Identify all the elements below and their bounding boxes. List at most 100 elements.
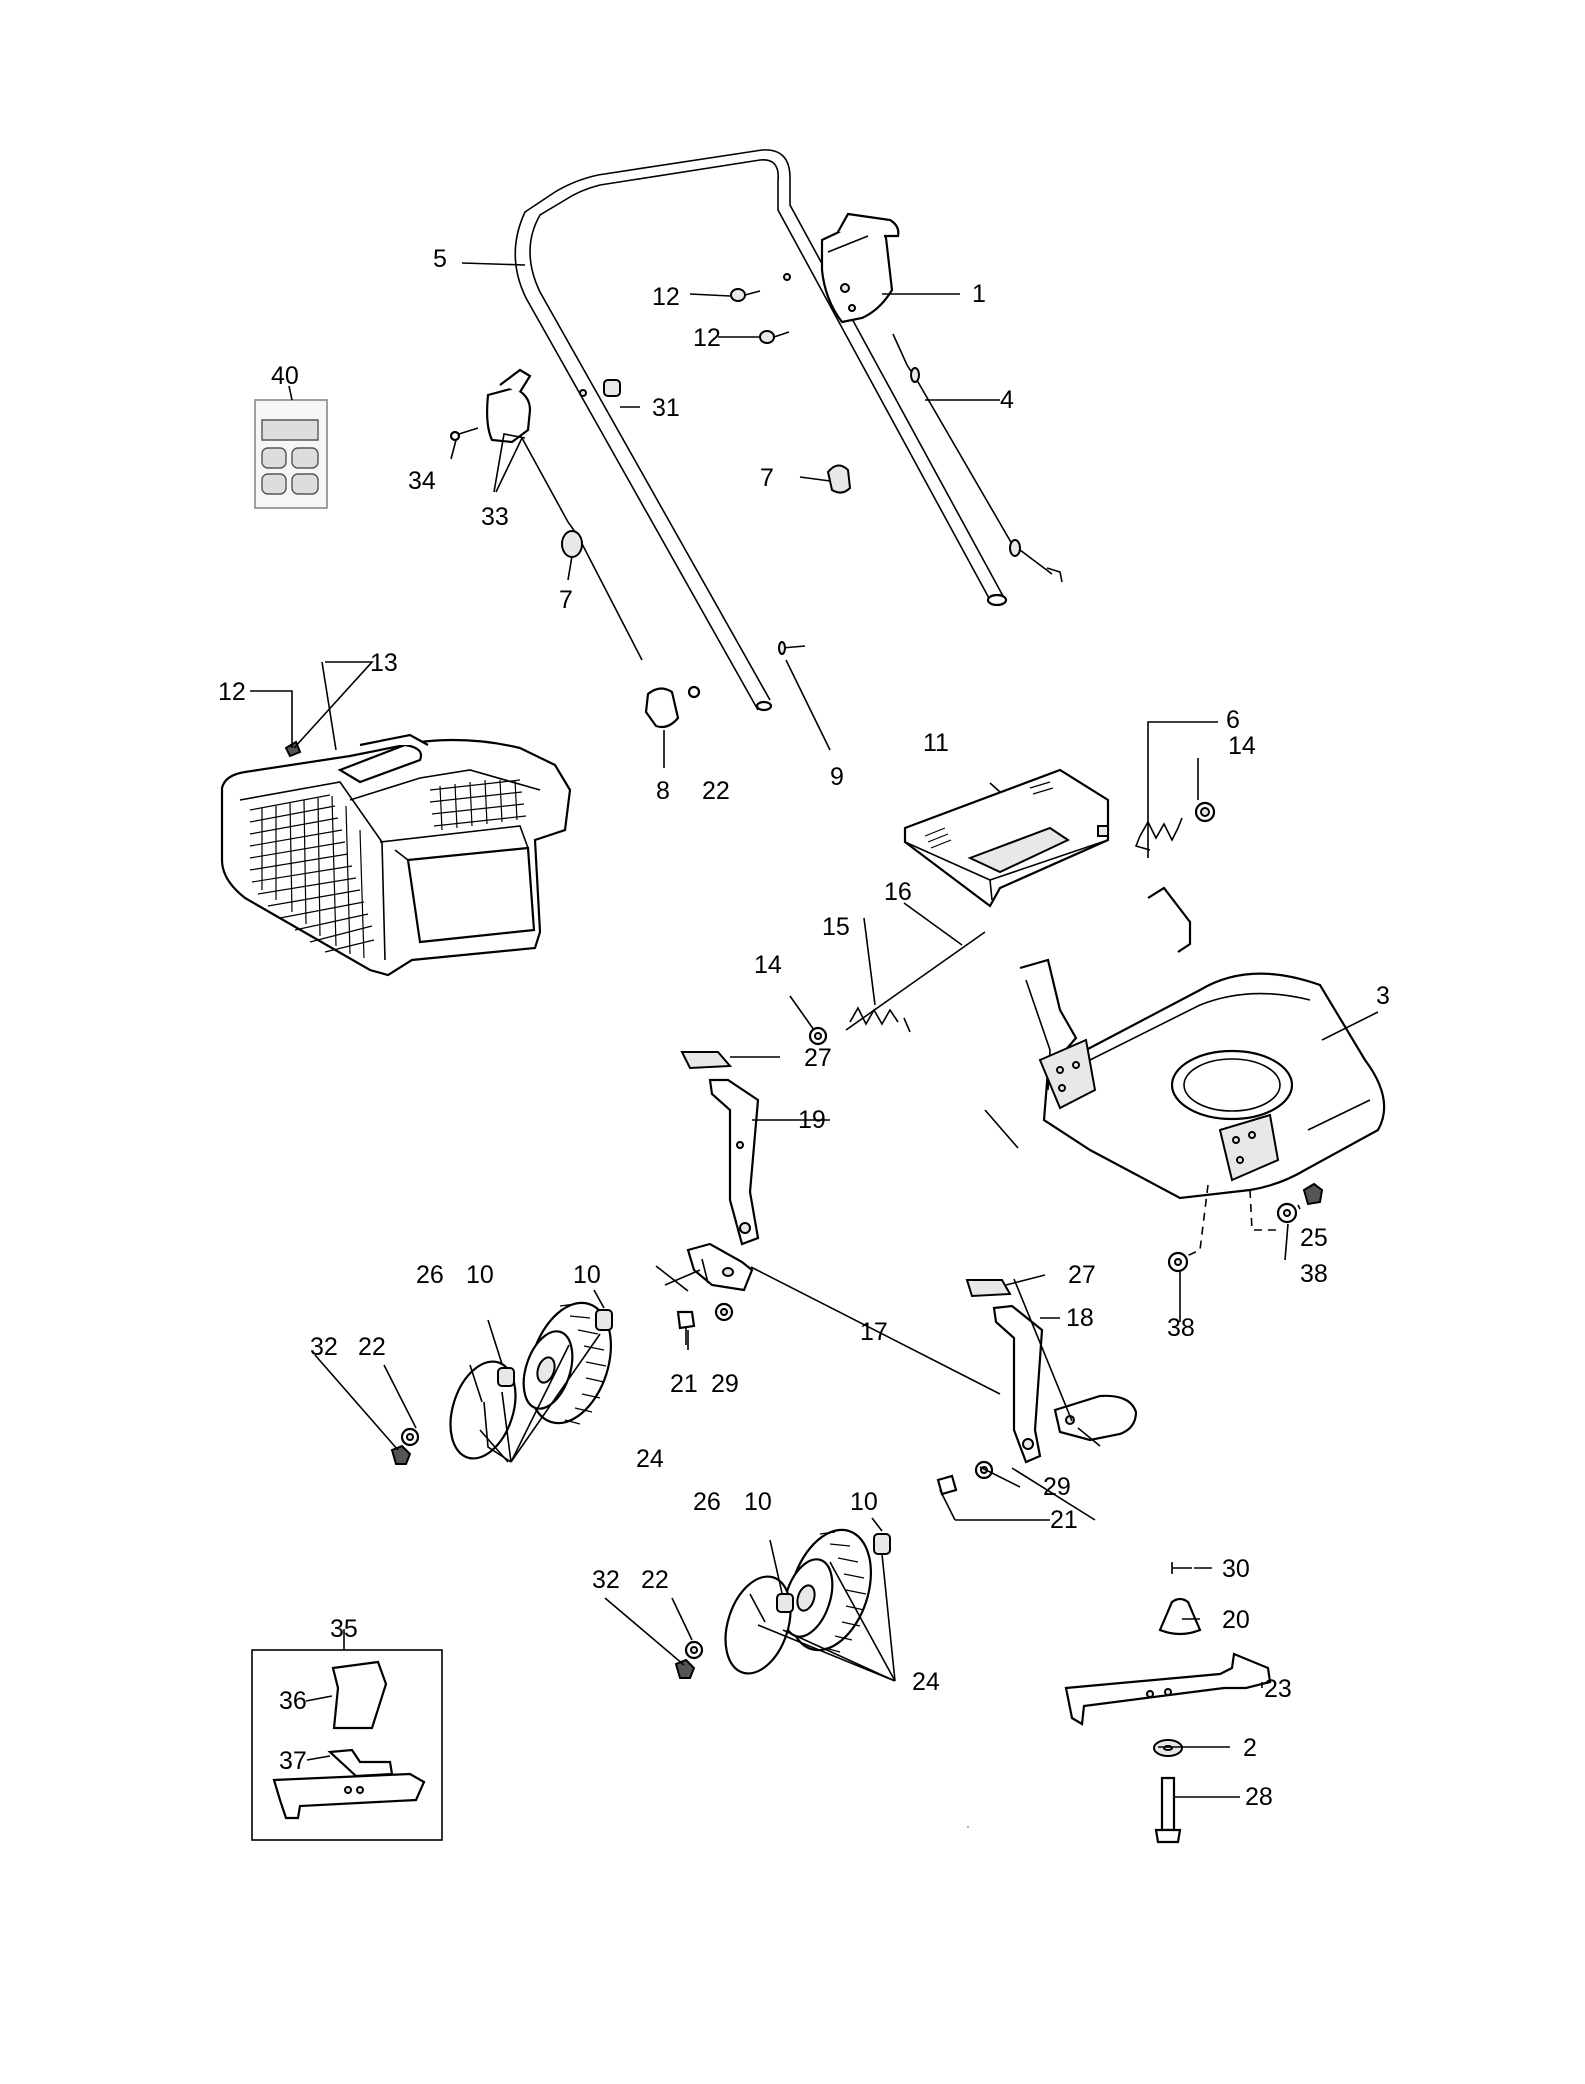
- part-height-lever-left: [708, 1078, 760, 1246]
- part-nut-14-lower: [808, 1026, 828, 1046]
- part-bolt-21-right: [936, 1474, 958, 1496]
- callout-10-upper-left: 10: [466, 1261, 494, 1289]
- callout-22-knob: 22: [702, 777, 730, 805]
- callout-31: 31: [652, 394, 680, 422]
- callout-30: 30: [1222, 1555, 1250, 1583]
- mesh-left-panel: [249, 794, 375, 959]
- callout-26-lower: 26: [693, 1488, 721, 1516]
- callout-4: 4: [1000, 386, 1014, 414]
- callout-27-right: 27: [1068, 1261, 1096, 1289]
- callout-16: 16: [884, 878, 912, 906]
- part-throttle-cable: [892, 333, 1063, 583]
- callout-18: 18: [1066, 1304, 1094, 1332]
- callout-29-left: 29: [711, 1370, 739, 1398]
- part-lever-knob-left: [680, 1051, 733, 1070]
- part-bushing-lower-outer: [873, 1533, 891, 1555]
- callout-8: 8: [656, 777, 670, 805]
- part-nut-25: [1302, 1182, 1324, 1206]
- part-bushing-upper-inner: [497, 1367, 515, 1387]
- callout-33: 33: [481, 503, 509, 531]
- callout-28: 28: [1245, 1783, 1273, 1811]
- callout-12-catcher: 12: [218, 678, 246, 706]
- mesh-right-panel: [429, 779, 527, 831]
- part-rear-flap: [903, 768, 1110, 908]
- part-washer-22-lower: [684, 1640, 704, 1660]
- part-lever-knob-right: [965, 1279, 1012, 1298]
- callout-12-middle: 12: [693, 324, 721, 352]
- part-control-lever: [820, 212, 900, 324]
- callout-10-upper-right: 10: [573, 1261, 601, 1289]
- callout-38-right: 38: [1300, 1260, 1328, 1288]
- callout-29-right: 29: [1043, 1473, 1071, 1501]
- part-knob: [644, 685, 701, 729]
- callout-12-upper: 12: [652, 283, 680, 311]
- callout-9: 9: [830, 763, 844, 791]
- callout-20: 20: [1222, 1606, 1250, 1634]
- part-blade-adapter: [1158, 1597, 1202, 1636]
- part-spring: [1134, 817, 1183, 851]
- callout-6: 6: [1226, 706, 1240, 734]
- callout-11: 11: [923, 729, 949, 757]
- part-handle: [514, 149, 1008, 712]
- part-nut-32-lower: [674, 1658, 696, 1679]
- callout-19: 19: [798, 1106, 826, 1134]
- callout-14-lower: 14: [754, 951, 782, 979]
- callout-5: 5: [433, 245, 447, 273]
- part-grass-catcher: [220, 733, 572, 977]
- callout-22-upper-wheel: 22: [358, 1333, 386, 1361]
- callout-2: 2: [1243, 1734, 1257, 1762]
- part-bushing-upper-outer: [595, 1309, 613, 1331]
- part-bolt-21-left: [676, 1310, 696, 1345]
- part-mower-deck: [1019, 886, 1386, 1261]
- part-pin-34: [449, 427, 479, 442]
- part-cable-clip: [826, 464, 852, 494]
- part-nut-31: [603, 379, 621, 397]
- callout-23: 23: [1264, 1675, 1292, 1703]
- part-blade-washer: [1153, 1739, 1183, 1757]
- callout-40: 40: [271, 362, 299, 390]
- callout-labels: 1 2 3 4 5 6 7 7 8 9 10 10 10 10 11 12 12…: [218, 245, 1390, 1811]
- callout-15: 15: [822, 913, 850, 941]
- part-washer-29-left: [714, 1302, 734, 1322]
- callout-17: 17: [860, 1318, 888, 1346]
- leader-lines: [250, 262, 1379, 1798]
- callout-32-upper: 32: [310, 1333, 338, 1361]
- part-rod: [845, 931, 986, 1033]
- callout-36: 36: [279, 1687, 307, 1715]
- part-washer-38-right: [1276, 1202, 1298, 1224]
- callout-37: 37: [279, 1747, 307, 1775]
- part-washer-22-upper: [400, 1427, 420, 1447]
- part-axle-bracket-left: [664, 1242, 754, 1292]
- callout-38-left: 38: [1167, 1314, 1195, 1342]
- callout-3: 3: [1376, 982, 1390, 1010]
- callout-13: 13: [370, 649, 398, 677]
- part-wheel-lower: [782, 1528, 873, 1653]
- callout-35: 35: [330, 1615, 358, 1643]
- stray-mark: [967, 1826, 969, 1828]
- part-height-lever-right: [992, 1304, 1044, 1464]
- callout-7-upper: 7: [760, 464, 774, 492]
- part-bolt-9: [778, 641, 806, 655]
- callout-25: 25: [1300, 1224, 1328, 1252]
- part-washer-38-left: [1167, 1251, 1189, 1273]
- callout-10-lower-left: 10: [744, 1488, 772, 1516]
- part-screw-lower: [759, 330, 790, 344]
- callout-34: 34: [408, 467, 436, 495]
- callout-26-upper: 26: [416, 1261, 444, 1289]
- callout-32-lower: 32: [592, 1566, 620, 1594]
- part-bushing-lower-inner: [776, 1593, 794, 1613]
- callout-7-lower: 7: [559, 586, 573, 614]
- part-left-lever-cable: [486, 368, 643, 661]
- callout-21-left: 21: [670, 1370, 698, 1398]
- callout-27-left: 27: [804, 1044, 832, 1072]
- callout-1: 1: [972, 280, 986, 308]
- callout-24-lower: 24: [912, 1668, 940, 1696]
- part-screw-30: [1171, 1562, 1192, 1574]
- callout-24-upper: 24: [636, 1445, 664, 1473]
- callout-22-lower-wheel: 22: [641, 1566, 669, 1594]
- callout-10-lower-right: 10: [850, 1488, 878, 1516]
- callout-14-upper: 14: [1228, 732, 1256, 760]
- part-blade: [1064, 1652, 1272, 1726]
